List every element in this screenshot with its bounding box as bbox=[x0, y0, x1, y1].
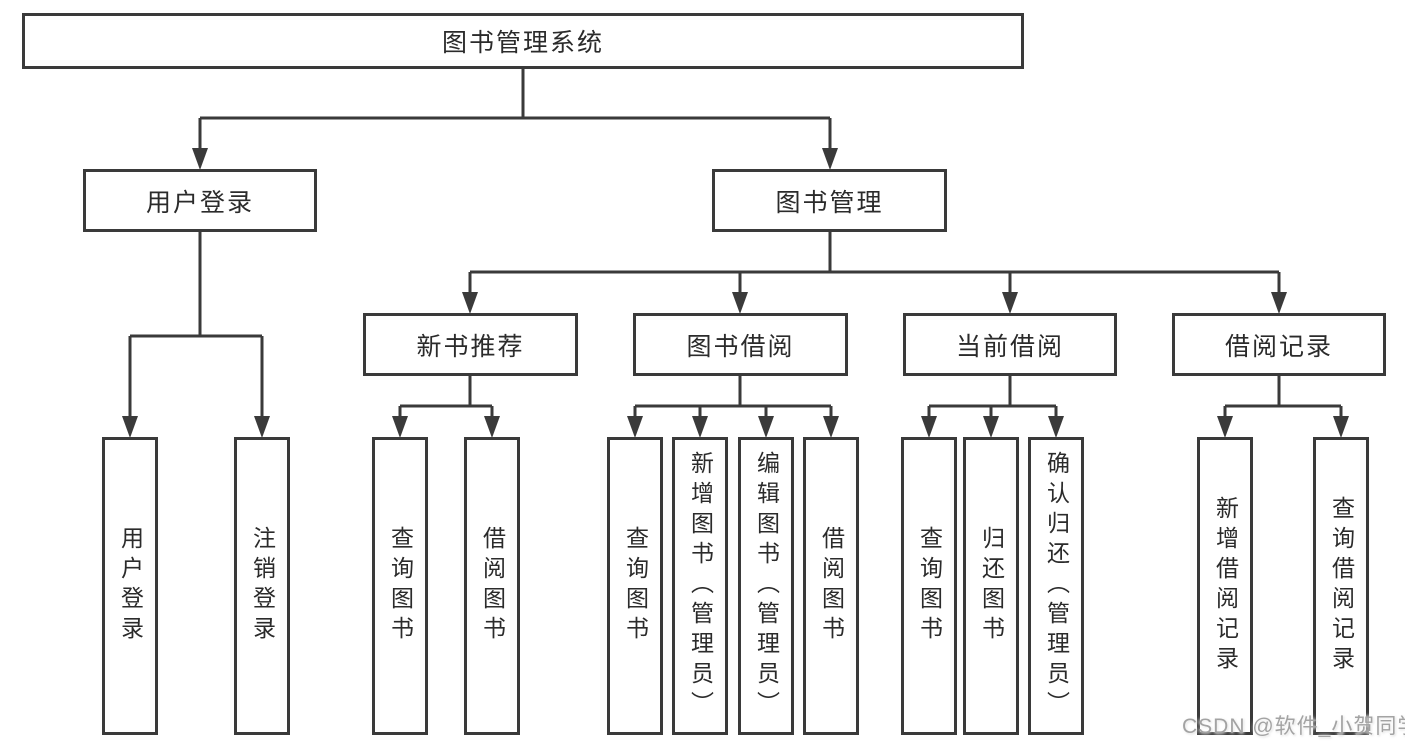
node-book-management: 图书管理 bbox=[712, 169, 947, 232]
node-borrow-records: 借阅记录 bbox=[1172, 313, 1386, 376]
node-current-borrow: 当前借阅 bbox=[903, 313, 1117, 376]
node-label: 新增图书（管理员） bbox=[687, 451, 714, 721]
node-user-login: 用户登录 bbox=[83, 169, 317, 232]
node-label: 图书管理 bbox=[775, 188, 884, 217]
node-label: 查询图书 bbox=[387, 526, 414, 646]
node-query-books-recommend: 查询图书 bbox=[372, 437, 428, 735]
node-borrow-books-action: 借阅图书 bbox=[803, 437, 859, 735]
node-label: 用户登录 bbox=[145, 188, 254, 217]
node-book-borrow: 图书借阅 bbox=[633, 313, 848, 376]
node-label: 新书推荐 bbox=[416, 332, 525, 361]
node-query-books-current: 查询图书 bbox=[901, 437, 957, 735]
node-label: 图书管理系统 bbox=[441, 29, 604, 57]
node-edit-book-admin: 编辑图书（管理员） bbox=[738, 437, 794, 735]
node-query-books-borrow: 查询图书 bbox=[607, 437, 663, 735]
node-label: 借阅记录 bbox=[1224, 332, 1333, 361]
node-label: 确认归还（管理员） bbox=[1043, 451, 1070, 721]
node-label: 借阅图书 bbox=[818, 526, 845, 646]
csdn-watermark: CSDN @软件_小贺同学 bbox=[1182, 715, 1405, 738]
node-label: 查询图书 bbox=[622, 526, 649, 646]
node-logout-action: 注销登录 bbox=[234, 437, 290, 735]
node-label: 注销登录 bbox=[249, 526, 276, 646]
node-label: 查询借阅记录 bbox=[1328, 496, 1355, 676]
node-new-book-recommend: 新书推荐 bbox=[363, 313, 578, 376]
node-borrow-books-recommend: 借阅图书 bbox=[464, 437, 520, 735]
node-user-login-action: 用户登录 bbox=[102, 437, 158, 735]
node-confirm-return-admin: 确认归还（管理员） bbox=[1028, 437, 1084, 735]
node-label: 新增借阅记录 bbox=[1212, 496, 1239, 676]
node-label: 图书借阅 bbox=[686, 332, 795, 361]
node-add-borrow-record: 新增借阅记录 bbox=[1197, 437, 1253, 735]
node-label: 用户登录 bbox=[117, 526, 144, 646]
node-system-root: 图书管理系统 bbox=[22, 13, 1024, 69]
node-label: 借阅图书 bbox=[479, 526, 506, 646]
node-label: 编辑图书（管理员） bbox=[753, 451, 780, 721]
node-return-book: 归还图书 bbox=[963, 437, 1019, 735]
node-label: 当前借阅 bbox=[955, 332, 1064, 361]
node-add-book-admin: 新增图书（管理员） bbox=[672, 437, 728, 735]
node-label: 归还图书 bbox=[978, 526, 1005, 646]
node-label: 查询图书 bbox=[916, 526, 943, 646]
node-query-borrow-record: 查询借阅记录 bbox=[1313, 437, 1369, 735]
